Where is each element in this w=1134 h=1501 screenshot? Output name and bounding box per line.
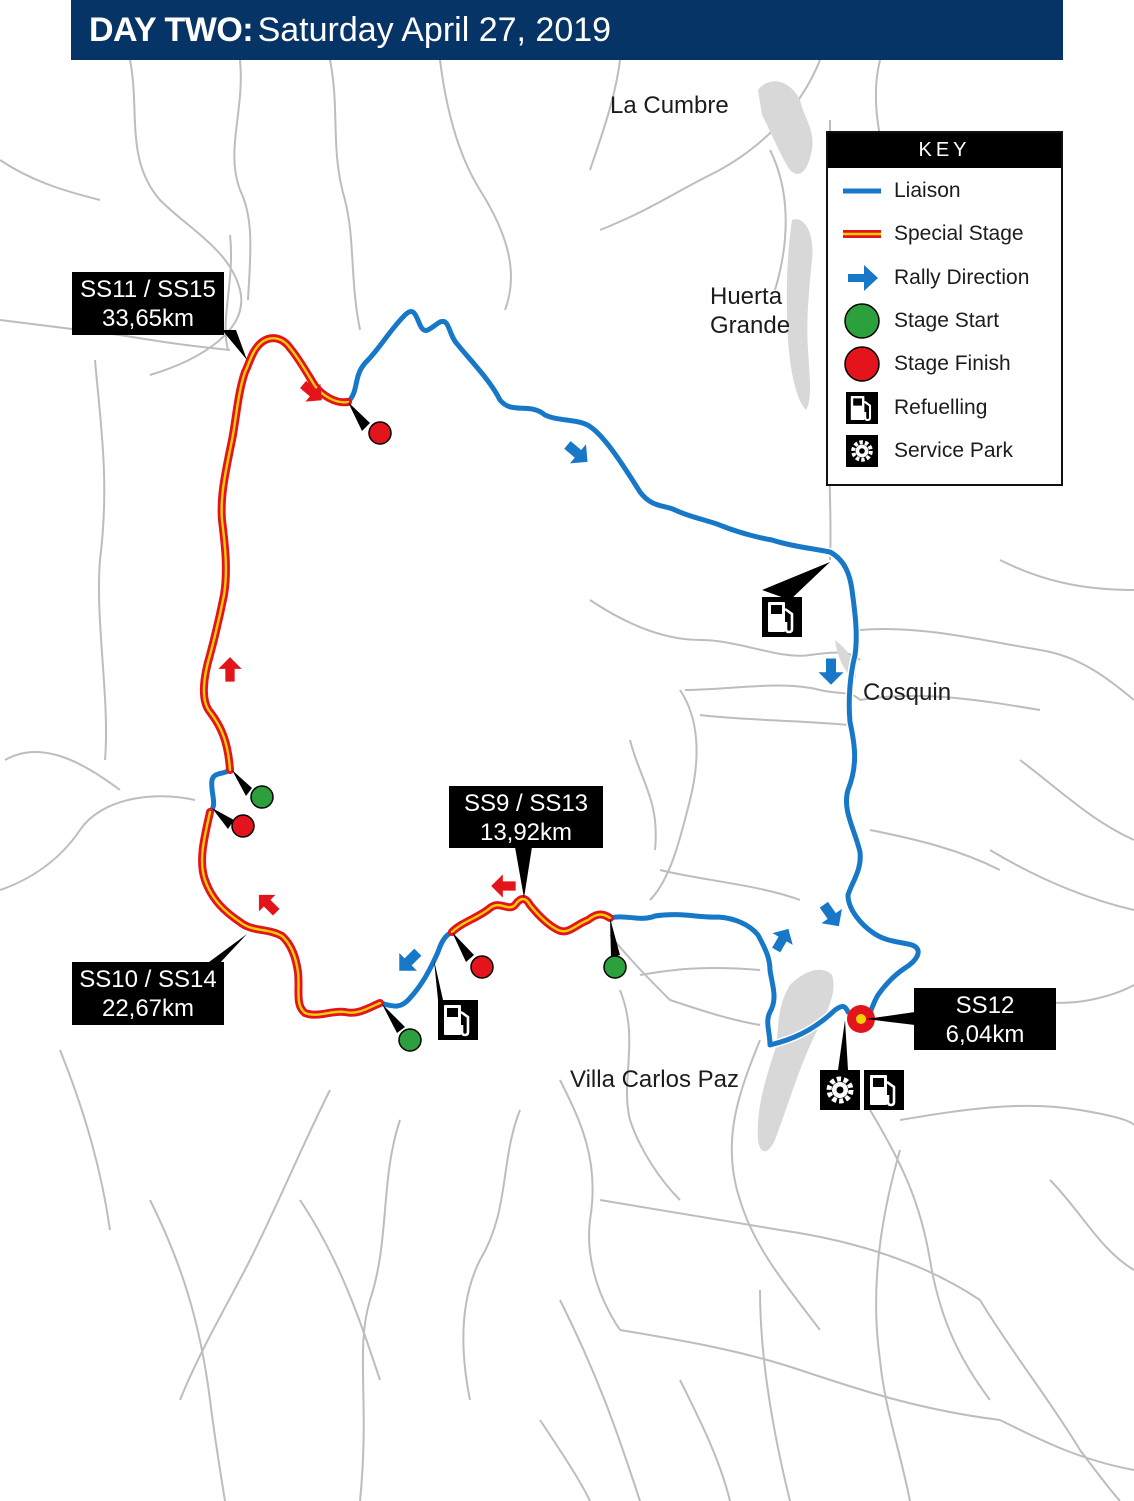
rally-direction-arrow-icon — [848, 265, 878, 291]
fuel-pump-icon — [762, 597, 802, 637]
town-label-cosquin: Cosquin — [863, 679, 952, 706]
stage-start-marker — [382, 1004, 422, 1052]
stage-name: SS9 / SS13 — [463, 790, 589, 817]
stage-finish-marker — [212, 808, 255, 838]
legend-item-refuelling: Refuelling — [828, 388, 1061, 428]
stage-callout-ss11-ss15: SS11 / SS15 33,65km — [72, 272, 224, 335]
stage-finish-marker — [348, 402, 392, 445]
legend-label: Refuelling — [894, 396, 988, 419]
page-header: DAY TWO: Saturday April 27, 2019 — [71, 0, 1063, 60]
stage-markers — [212, 402, 875, 1052]
stage-distance: 13,92km — [479, 819, 573, 846]
callout-pointers — [205, 330, 915, 1070]
legend-label: Rally Direction — [894, 266, 1030, 289]
town-label-huerta-grande-line2: Grande — [710, 312, 791, 339]
stage-distance: 6,04km — [945, 1021, 1025, 1048]
stage-finish-dot-icon — [844, 346, 880, 382]
stage-start-marker — [232, 770, 274, 809]
stage-distance: 33,65km — [101, 305, 195, 332]
stage-name: SS10 / SS14 — [79, 966, 217, 993]
legend-item-stage-start: Stage Start — [828, 301, 1061, 341]
fuel-pump-icon — [438, 1000, 478, 1040]
liaison-routes — [206, 307, 923, 1049]
stage-name: SS12 — [955, 992, 1015, 1019]
stage-start-finish-marker — [847, 1005, 875, 1033]
legend-item-special-stage: Special Stage — [828, 214, 1061, 254]
legend-label: Special Stage — [894, 222, 1024, 245]
stage-start-dot-icon — [844, 303, 880, 339]
direction-arrow-icon — [390, 943, 427, 980]
town-label-huerta-grande-line1: Huerta — [710, 283, 783, 310]
legend-title: KEY — [828, 133, 1061, 168]
stage-start-marker — [603, 918, 627, 979]
fuel-pump-icon — [864, 1070, 904, 1110]
gear-icon — [846, 435, 878, 467]
stage-name: SS11 / SS15 — [80, 276, 216, 303]
legend-item-liaison: Liaison — [828, 171, 1061, 211]
background-roads — [0, 59, 1134, 1501]
direction-arrow-icon — [491, 874, 516, 898]
legend-item-stage-finish: Stage Finish — [828, 344, 1061, 384]
stage-finish-marker — [452, 932, 494, 979]
legend-item-service-park: Service Park — [828, 431, 1061, 471]
day-label: DAY TWO: — [89, 11, 254, 49]
legend-label: Stage Start — [894, 309, 1000, 332]
direction-arrow-icon — [250, 886, 285, 921]
stage-callout-ss10-ss14: SS10 / SS14 22,67km — [72, 962, 224, 1025]
legend-label: Service Park — [894, 439, 1014, 462]
legend-label: Liaison — [894, 179, 961, 202]
urban-areas — [757, 81, 857, 1152]
legend-label: Stage Finish — [894, 352, 1011, 375]
stage-distance: 22,67km — [101, 995, 195, 1022]
date-label: Saturday April 27, 2019 — [257, 11, 612, 49]
direction-arrow-icon — [813, 897, 850, 934]
map-legend: KEY Liaison Special Stage Rally Directio… — [826, 131, 1063, 486]
rally-direction-arrows — [218, 375, 850, 980]
direction-arrow-icon — [559, 435, 596, 472]
direction-arrow-icon — [766, 923, 799, 956]
town-label-villa-carlos-paz: Villa Carlos Paz — [570, 1066, 739, 1093]
stage-callout-ss9-ss13: SS9 / SS13 13,92km — [449, 786, 603, 848]
liaison-line-icon — [843, 188, 881, 194]
town-label-la-cumbre: La Cumbre — [610, 92, 729, 119]
legend-item-rally-direction: Rally Direction — [828, 258, 1061, 298]
gear-icon — [820, 1070, 860, 1110]
fuel-pump-icon — [846, 392, 878, 424]
stage-callout-ss12: SS12 6,04km — [914, 988, 1056, 1050]
special-stages — [198, 334, 614, 1019]
direction-arrow-icon — [218, 657, 242, 682]
special-stage-line-icon — [843, 230, 881, 238]
direction-arrow-icon — [818, 658, 844, 685]
